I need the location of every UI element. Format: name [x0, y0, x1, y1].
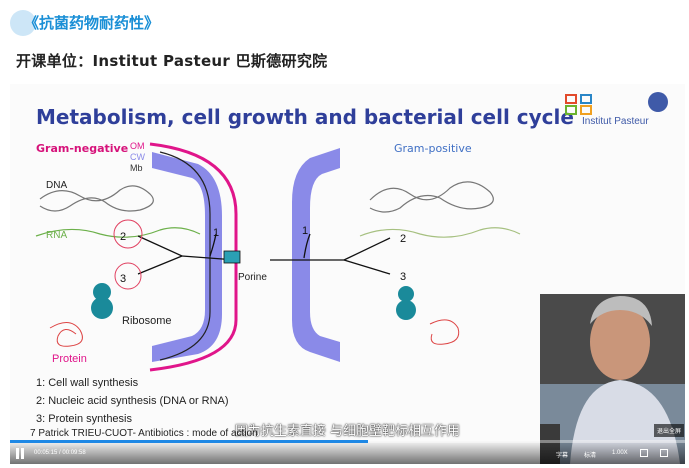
video-player[interactable]: Metabolism, cell growth and bacterial ce… — [10, 84, 685, 464]
volume-icon[interactable] — [640, 449, 648, 457]
institut-pasteur-logo: Institut Pasteur — [565, 92, 668, 127]
legend-item-2: 2: Nucleic acid synthesis (DNA or RNA) — [36, 395, 229, 407]
target-2-left: 2 — [120, 231, 126, 243]
cw-label: CW — [130, 152, 145, 162]
exit-fullscreen-button[interactable]: 退出全屏 — [654, 424, 685, 437]
dna-strand-left — [39, 185, 154, 212]
legend-item-3: 3: Protein synthesis — [36, 413, 132, 425]
gram-negative-wall — [152, 152, 222, 362]
course-header: 《抗菌药物耐药性》 开课单位：Institut Pasteur 巴斯德研究院 — [0, 0, 689, 80]
protein-right — [429, 319, 460, 345]
outer-membrane — [149, 142, 238, 372]
arrows-gram-positive — [270, 233, 391, 275]
target-1-right: 1 — [302, 225, 308, 237]
video-subtitle: 因为抗生素直接 与细胞壁靶标相互作用 — [234, 424, 461, 439]
pause-button[interactable] — [16, 448, 28, 460]
target-circle-3-left — [114, 262, 142, 290]
target-3-left: 3 — [120, 273, 126, 285]
gram-positive-label: Gram-positive — [394, 142, 472, 155]
target-circle-2-left — [113, 219, 143, 249]
rna-label: RNA — [46, 230, 67, 241]
lecture-slide: Metabolism, cell growth and bacterial ce… — [10, 84, 685, 464]
caption-toggle[interactable]: 字幕 — [556, 453, 569, 459]
dna-strand-right — [369, 181, 494, 213]
porine-label: Porine — [238, 272, 267, 283]
target-2-right: 2 — [400, 233, 406, 245]
course-organizer: 开课单位：Institut Pasteur 巴斯德研究院 — [16, 52, 328, 70]
time-display: 00:05:15 / 00:09:58 — [34, 450, 86, 456]
ribosome-right — [396, 286, 416, 320]
slide-footer: 7 Patrick TRIEU-CUOT- Antibiotics : mode… — [30, 428, 258, 439]
speed-selector[interactable]: 1.00X — [612, 450, 628, 456]
ribosome-label: Ribosome — [122, 315, 172, 327]
player-controls: 00:05:15 / 00:09:58 7 Patrick TRIEU-CUOT… — [10, 428, 685, 464]
gram-negative-label: Gram-negative — [36, 142, 128, 155]
mb-label: Mb — [130, 163, 143, 173]
target-1-left: 1 — [213, 227, 219, 239]
protein-label: Protein — [52, 353, 87, 365]
progress-fill — [10, 440, 368, 443]
rna-line-right — [359, 227, 521, 238]
quality-selector[interactable]: 标清 — [584, 453, 597, 459]
progress-bar[interactable] — [10, 440, 685, 443]
legend-item-1: 1: Cell wall synthesis — [36, 377, 139, 389]
slide-title: Metabolism, cell growth and bacterial ce… — [36, 105, 574, 129]
protein-left — [49, 322, 83, 347]
ribosome-left — [91, 283, 113, 319]
fullscreen-icon[interactable] — [660, 449, 668, 457]
inner-membrane — [159, 151, 211, 361]
dna-label: DNA — [46, 180, 67, 191]
title-bubble-decoration — [10, 10, 36, 36]
rna-line-left — [35, 227, 201, 238]
gram-positive-wall — [292, 148, 340, 362]
logo-text: Institut Pasteur — [582, 116, 649, 127]
target-3-right: 3 — [400, 271, 406, 283]
om-label: OM — [130, 141, 145, 151]
porine-channel — [223, 250, 241, 264]
course-title: 《抗菌药物耐药性》 — [24, 14, 160, 32]
